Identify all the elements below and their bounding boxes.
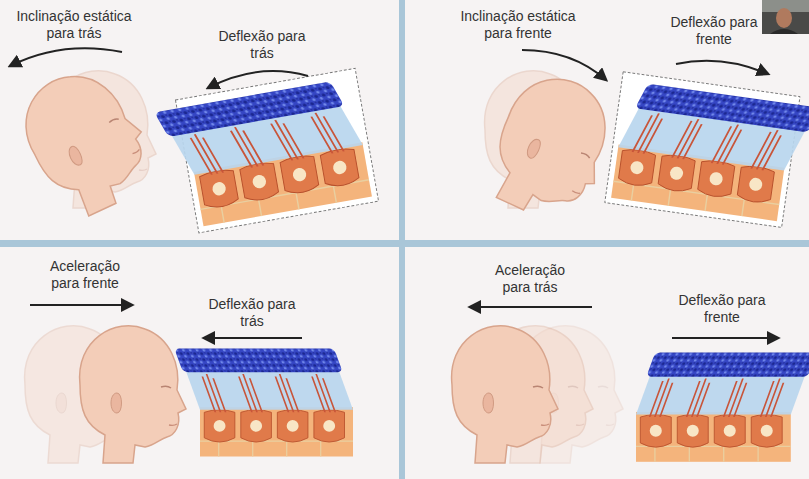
deflection-label: Deflexão para frente [670, 14, 758, 48]
macula [632, 353, 809, 462]
panel: Inclinação estática para frente Deflexão … [405, 0, 809, 240]
motion-label: Inclinação estática para frente [448, 8, 588, 42]
macula-view [153, 68, 379, 237]
panel-ground [0, 247, 399, 479]
motion-label: Aceleração para frente [38, 258, 133, 292]
deflection-label: Deflexão para trás [208, 296, 296, 330]
macula [154, 77, 376, 231]
deflection-arrow [204, 337, 302, 339]
webcam-face [776, 8, 792, 28]
head [475, 63, 629, 232]
motion-arrow [470, 306, 592, 308]
webcam-overlay [762, 0, 809, 34]
macula-view [605, 72, 809, 231]
panel: Aceleração para trásDeflexão para frente [405, 247, 809, 479]
motion-label: Aceleração para trás [483, 262, 578, 296]
panel: Aceleração para frenteDeflexão para trás [0, 247, 399, 479]
macula [606, 80, 809, 225]
macula-view [174, 349, 357, 457]
deflection-arrow [672, 337, 778, 339]
motion-label: Inclinação estática para trás [4, 8, 144, 42]
webcam-frame [762, 0, 809, 34]
motion-arrow [10, 48, 122, 66]
panel-ground [0, 0, 399, 240]
head [452, 326, 558, 463]
panel: Inclinação estática para trásDeflexão pa… [0, 0, 399, 240]
macula [174, 349, 357, 457]
motion-arrow [30, 304, 132, 306]
deflection-arrow [676, 61, 768, 74]
deflection-arrow [208, 71, 308, 88]
deflection-label: Deflexão para trás [218, 28, 306, 62]
head [80, 326, 186, 463]
webcam-shirt [770, 29, 798, 34]
macula-view [632, 353, 809, 462]
deflection-label: Deflexão para frente [678, 292, 766, 326]
head [10, 57, 164, 226]
